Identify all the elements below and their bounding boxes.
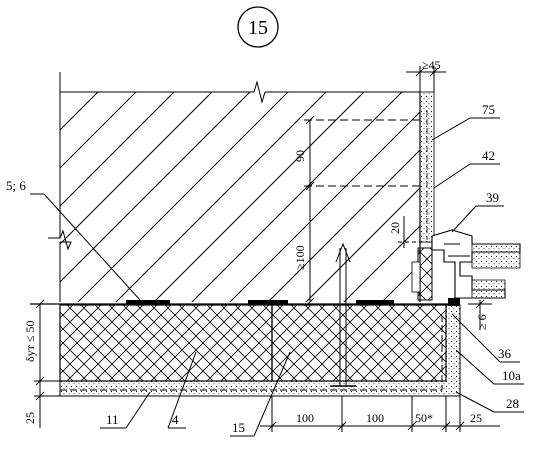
callout-36: 36 — [498, 346, 512, 361]
dim-bottom-50: 50* — [415, 411, 433, 425]
dim-top-gap: ≥45 — [422, 58, 441, 72]
window-frame-profile — [431, 229, 521, 299]
callout-labels: 75 42 39 5; 6 36 10a 28 11 4 15 — [6, 102, 521, 435]
dim-bottom-25: 25 — [470, 411, 482, 425]
callout-39: 39 — [486, 190, 499, 205]
dim-90: 90 — [293, 150, 307, 162]
dim-100-vertical: ≥100 — [293, 245, 307, 270]
detail-number: 15 — [248, 17, 268, 39]
callout-75: 75 — [482, 102, 495, 117]
callout-11: 11 — [106, 412, 119, 427]
dim-bottom-100b: 100 — [366, 411, 384, 425]
anchor-dowel — [330, 242, 356, 387]
sealant-block — [411, 247, 433, 301]
dim-left-25: 25 — [23, 412, 37, 424]
callout-15: 15 — [232, 420, 245, 435]
dim-6: ≥ 6 — [475, 314, 489, 330]
callout-4: 4 — [172, 412, 179, 427]
dim-delta: δут ≤ 50 — [23, 321, 37, 362]
dimension-labels: ≥45 90 ≥100 20 ≥ 6 δут ≤ 50 25 100 100 5… — [23, 58, 489, 425]
detail-number-badge: 15 — [237, 6, 279, 48]
callout-10a: 10a — [502, 368, 521, 383]
dim-20: 20 — [388, 222, 402, 234]
masonry-wall — [48, 72, 421, 302]
callout-5-6: 5; 6 — [6, 178, 26, 193]
gasket-strips — [126, 298, 460, 306]
callout-28: 28 — [506, 396, 519, 411]
dim-bottom-100a: 100 — [296, 411, 314, 425]
dimension-lines — [34, 66, 500, 432]
callout-42: 42 — [482, 148, 495, 163]
insulation-layer — [59, 304, 447, 382]
plaster-layer — [419, 91, 435, 243]
leader-lines — [30, 117, 524, 437]
